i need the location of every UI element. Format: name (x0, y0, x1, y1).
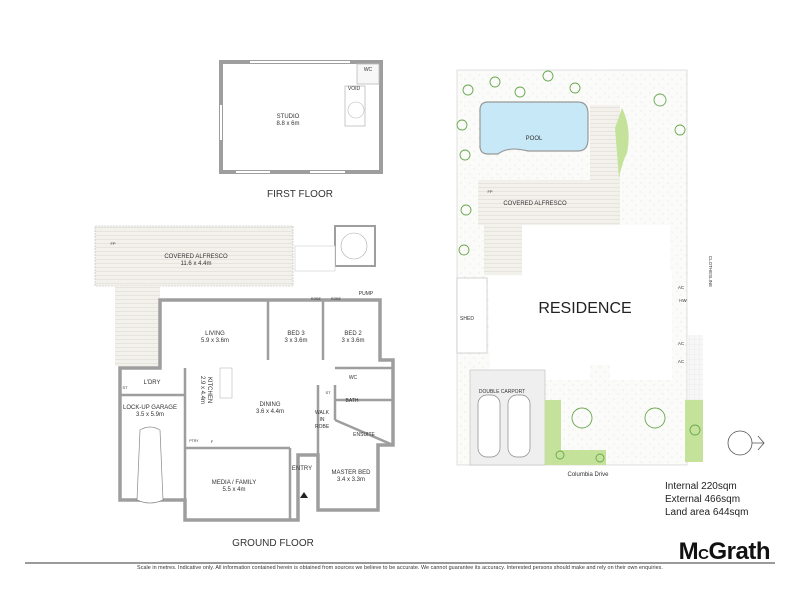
room-void: VOID (347, 86, 361, 92)
room-robe-bed3: ROBE (311, 297, 321, 301)
ground-floor-plan (94, 225, 395, 522)
room-ensuite: ENSUITE (353, 432, 375, 438)
land-area: Land area 644sqm (665, 507, 749, 518)
first-floor-plan (219, 60, 383, 174)
room-pump: PUMP (358, 291, 374, 297)
room-entry: ENTRY (291, 466, 313, 472)
site-ac-2: AC (677, 341, 685, 346)
room-wc-upper: WC (363, 67, 373, 73)
room-robe-bed2: ROBE (331, 297, 341, 301)
first-floor-title: FIRST FLOOR (267, 189, 333, 200)
site-plan (456, 69, 765, 466)
site-fireplace: FP (487, 189, 493, 194)
room-storage-hall: ST (325, 390, 331, 395)
room-laundry: L'DRY (143, 380, 161, 386)
site-clothesline: CLOTHESLINE (708, 255, 714, 288)
site-pool: POOL (525, 136, 543, 142)
area-stats: Internal 220sqm External 466sqm Land are… (665, 480, 748, 519)
internal-area: Internal 220sqm (665, 481, 737, 492)
ground-floor-title: GROUND FLOOR (232, 538, 314, 549)
room-walk-in-robe: WALK IN ROBE (315, 410, 330, 430)
site-covered-alfresco: COVERED ALFRESCO (503, 201, 567, 207)
external-area: External 466sqm (665, 494, 741, 505)
site-ac-3: AC (677, 359, 685, 364)
room-bath: BATH (345, 398, 359, 404)
residence-label: RESIDENCE (538, 300, 632, 317)
disclaimer: Scale in metres. Indicative only. All in… (137, 565, 663, 571)
brand-logo: MCGrath (678, 538, 771, 565)
site-double-carport: DOUBLE CARPORT (478, 389, 526, 395)
site-shed: SHED (460, 316, 474, 322)
room-wc: WC (348, 375, 358, 381)
room-pantry: PTRY (189, 439, 199, 443)
room-fridge: F (210, 439, 214, 444)
footer-divider (25, 562, 775, 564)
site-hot-water: HW (679, 298, 687, 303)
site-ac-1: AC (677, 285, 685, 290)
fireplace: FP (110, 241, 116, 246)
room-storage-laundry: ST (122, 385, 128, 390)
street-name: Columbia Drive (567, 472, 609, 478)
